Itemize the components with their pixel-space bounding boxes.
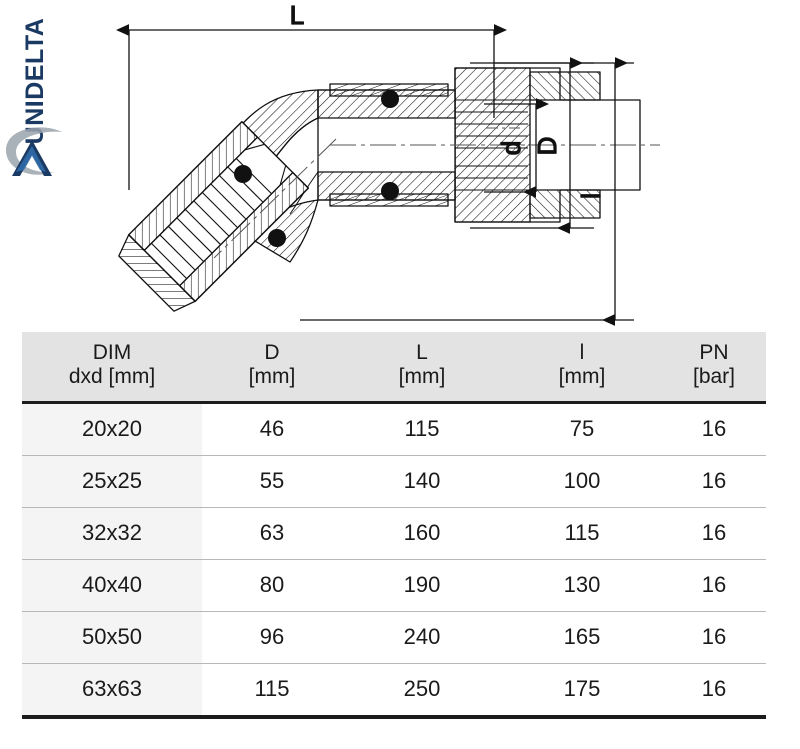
column-header-length-line2: [mm]	[398, 365, 446, 389]
table-row: 63x63 115 250 175 16	[22, 662, 766, 719]
column-header-d-outer: D [mm]	[202, 332, 342, 403]
cell-l: 115	[502, 506, 662, 560]
cell-pn: 16	[662, 402, 766, 456]
dimension-label-l: l	[576, 193, 606, 199]
cell-dim: 40x40	[22, 558, 202, 612]
cell-dim: 32x32	[22, 506, 202, 560]
dimension-label-L: L	[290, 0, 304, 30]
column-header-length: L [mm]	[342, 332, 502, 403]
technical-drawing: L d D l	[0, 0, 800, 330]
table-row: 20x20 46 115 75 16	[22, 402, 766, 456]
unidelta-logo: UNIDELTA	[0, 2, 74, 192]
cell-d: 63	[202, 506, 342, 560]
table-body: 20x20 46 115 75 16 25x25 55 140 100 16 3…	[22, 402, 766, 719]
cell-L: 140	[342, 454, 502, 508]
column-header-l-small-line2: [mm]	[558, 365, 606, 389]
cell-L: 160	[342, 506, 502, 560]
cell-dim: 20x20	[22, 402, 202, 456]
cell-l: 175	[502, 662, 662, 719]
column-header-l-small: l [mm]	[502, 332, 662, 403]
cell-pn: 16	[662, 610, 766, 664]
cell-d: 46	[202, 402, 342, 456]
dimension-label-d: d	[496, 141, 526, 155]
cell-l: 75	[502, 402, 662, 456]
cell-L: 190	[342, 558, 502, 612]
cell-pn: 16	[662, 558, 766, 612]
column-header-dim: DIM dxd [mm]	[22, 332, 202, 403]
cell-l: 165	[502, 610, 662, 664]
column-header-d-outer-line1: D	[264, 341, 280, 364]
table-header-row: DIM dxd [mm] D [mm] L [mm] l [mm] PN [ba…	[22, 332, 766, 403]
column-header-dim-line1: DIM	[92, 341, 132, 364]
column-header-pn: PN [bar]	[662, 332, 766, 403]
table-row: 32x32 63 160 115 16	[22, 506, 766, 560]
cell-dim: 50x50	[22, 610, 202, 664]
cell-d: 80	[202, 558, 342, 612]
cell-pn: 16	[662, 454, 766, 508]
swoosh-icon	[6, 127, 62, 176]
cell-l: 130	[502, 558, 662, 612]
cell-d: 55	[202, 454, 342, 508]
cell-pn: 16	[662, 662, 766, 719]
table-header: DIM dxd [mm] D [mm] L [mm] l [mm] PN [ba…	[22, 332, 766, 403]
cell-L: 115	[342, 402, 502, 456]
dimension-table: DIM dxd [mm] D [mm] L [mm] l [mm] PN [ba…	[22, 332, 766, 719]
cell-d: 96	[202, 610, 342, 664]
column-header-dim-line2: dxd [mm]	[68, 365, 156, 389]
cell-L: 250	[342, 662, 502, 719]
cell-L: 240	[342, 610, 502, 664]
table-row: 40x40 80 190 130 16	[22, 558, 766, 612]
column-header-pn-line1: PN	[699, 341, 729, 364]
column-header-l-small-line1: l	[579, 341, 585, 364]
column-header-pn-line2: [bar]	[692, 365, 736, 389]
dimension-label-D: D	[532, 137, 562, 156]
column-header-d-outer-line2: [mm]	[248, 365, 296, 389]
table-row: 50x50 96 240 165 16	[22, 610, 766, 664]
table-row: 25x25 55 140 100 16	[22, 454, 766, 508]
cell-l: 100	[502, 454, 662, 508]
column-header-length-line1: L	[416, 341, 428, 364]
cell-dim: 63x63	[22, 662, 202, 719]
cell-pn: 16	[662, 506, 766, 560]
cell-dim: 25x25	[22, 454, 202, 508]
cell-d: 115	[202, 662, 342, 719]
